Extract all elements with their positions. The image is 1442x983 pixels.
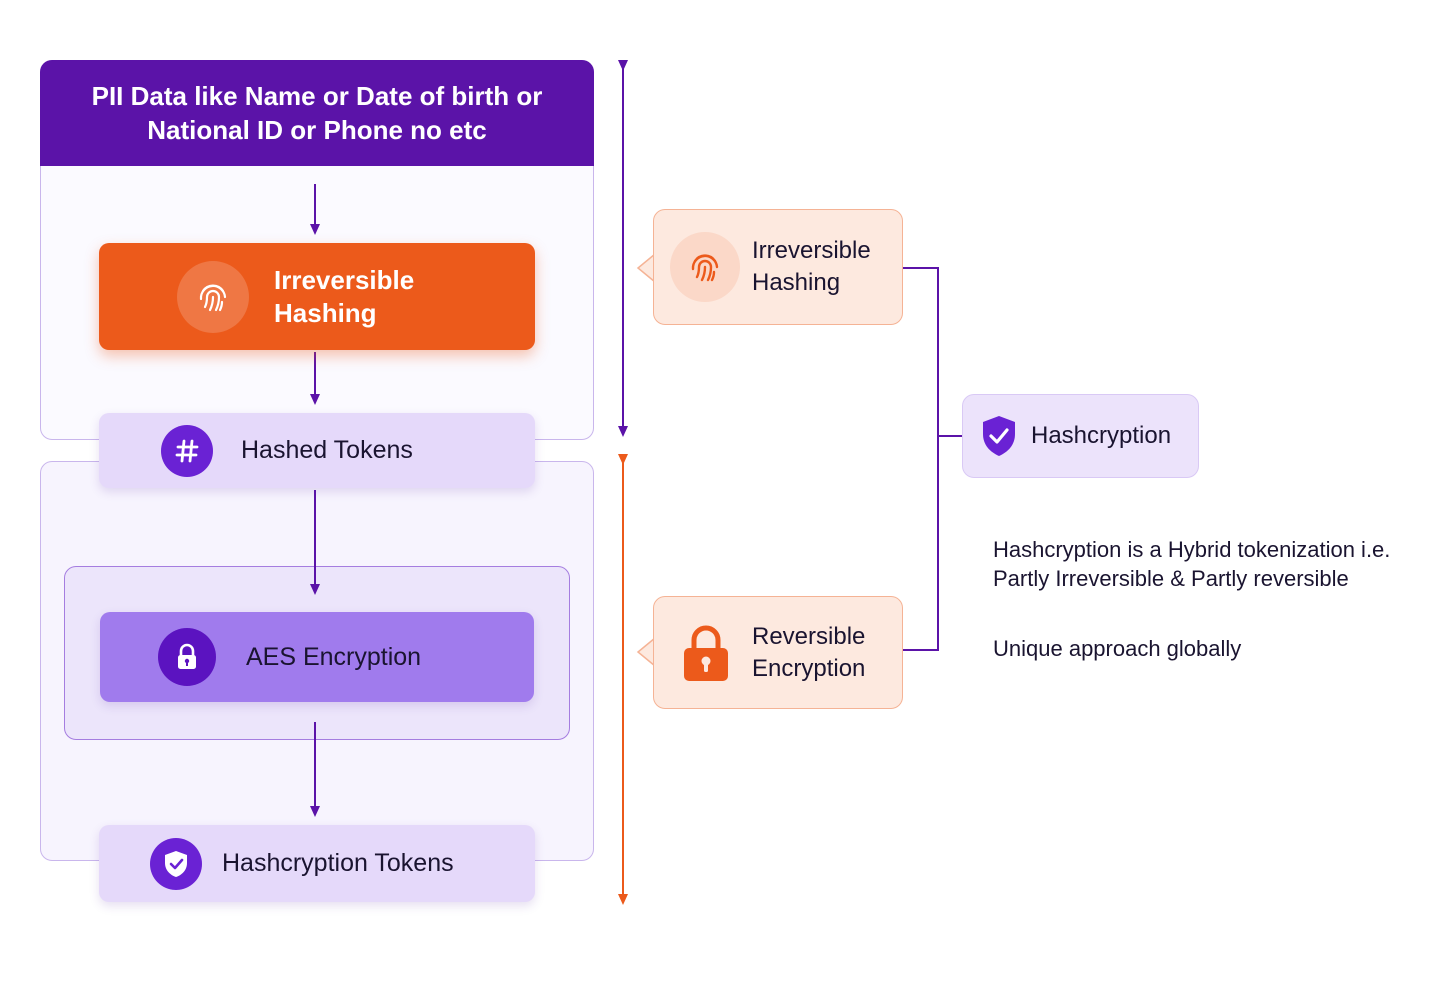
pii-header-line2: National ID or Phone no etc (147, 115, 487, 145)
fingerprint-icon (670, 232, 740, 302)
irreversible-hashing-card[interactable]: Irreversible Hashing (653, 209, 903, 325)
shield-check-icon (150, 837, 202, 890)
lock-icon (678, 621, 734, 685)
pii-header-line1: PII Data like Name or Date of birth or (91, 81, 543, 111)
fingerprint-icon (177, 260, 249, 333)
description-line1: Hashcryption is a Hybrid tokenization i.… (993, 537, 1391, 562)
aes-encryption-node[interactable]: AES Encryption (100, 612, 534, 702)
pii-input-header: PII Data like Name or Date of birth or N… (40, 60, 594, 166)
side-reversible-line1: Reversible (752, 622, 866, 650)
lock-icon (158, 628, 216, 686)
hashcryption-tokens-label: Hashcryption Tokens (222, 849, 454, 877)
hashing-label-line2: Hashing (274, 297, 377, 328)
reversible-encryption-card[interactable]: Reversible Encryption (653, 596, 903, 709)
hashcryption-card[interactable]: Hashcryption (962, 394, 1199, 478)
shield-check-icon (979, 414, 1019, 458)
description-line3: Unique approach globally (993, 636, 1242, 661)
hashed-tokens-label: Hashed Tokens (241, 436, 413, 464)
side-hashing-line1: Irreversible (752, 237, 871, 264)
side-hashing-line2: Hashing (752, 269, 841, 296)
hash-icon (161, 424, 213, 477)
description-block: Hashcryption is a Hybrid tokenization i.… (993, 535, 1433, 663)
hashing-label-line1: Irreversible (274, 264, 415, 295)
description-line2: Partly Irreversible & Partly reversible (993, 566, 1349, 591)
hashed-tokens-node[interactable]: Hashed Tokens (99, 413, 535, 488)
aes-label: AES Encryption (246, 642, 422, 671)
irreversible-hashing-node[interactable]: Irreversible Hashing (99, 243, 535, 350)
hashcryption-card-label: Hashcryption (1031, 422, 1172, 449)
side-reversible-line2: Encryption (752, 654, 866, 682)
hashcryption-tokens-node[interactable]: Hashcryption Tokens (99, 825, 535, 902)
